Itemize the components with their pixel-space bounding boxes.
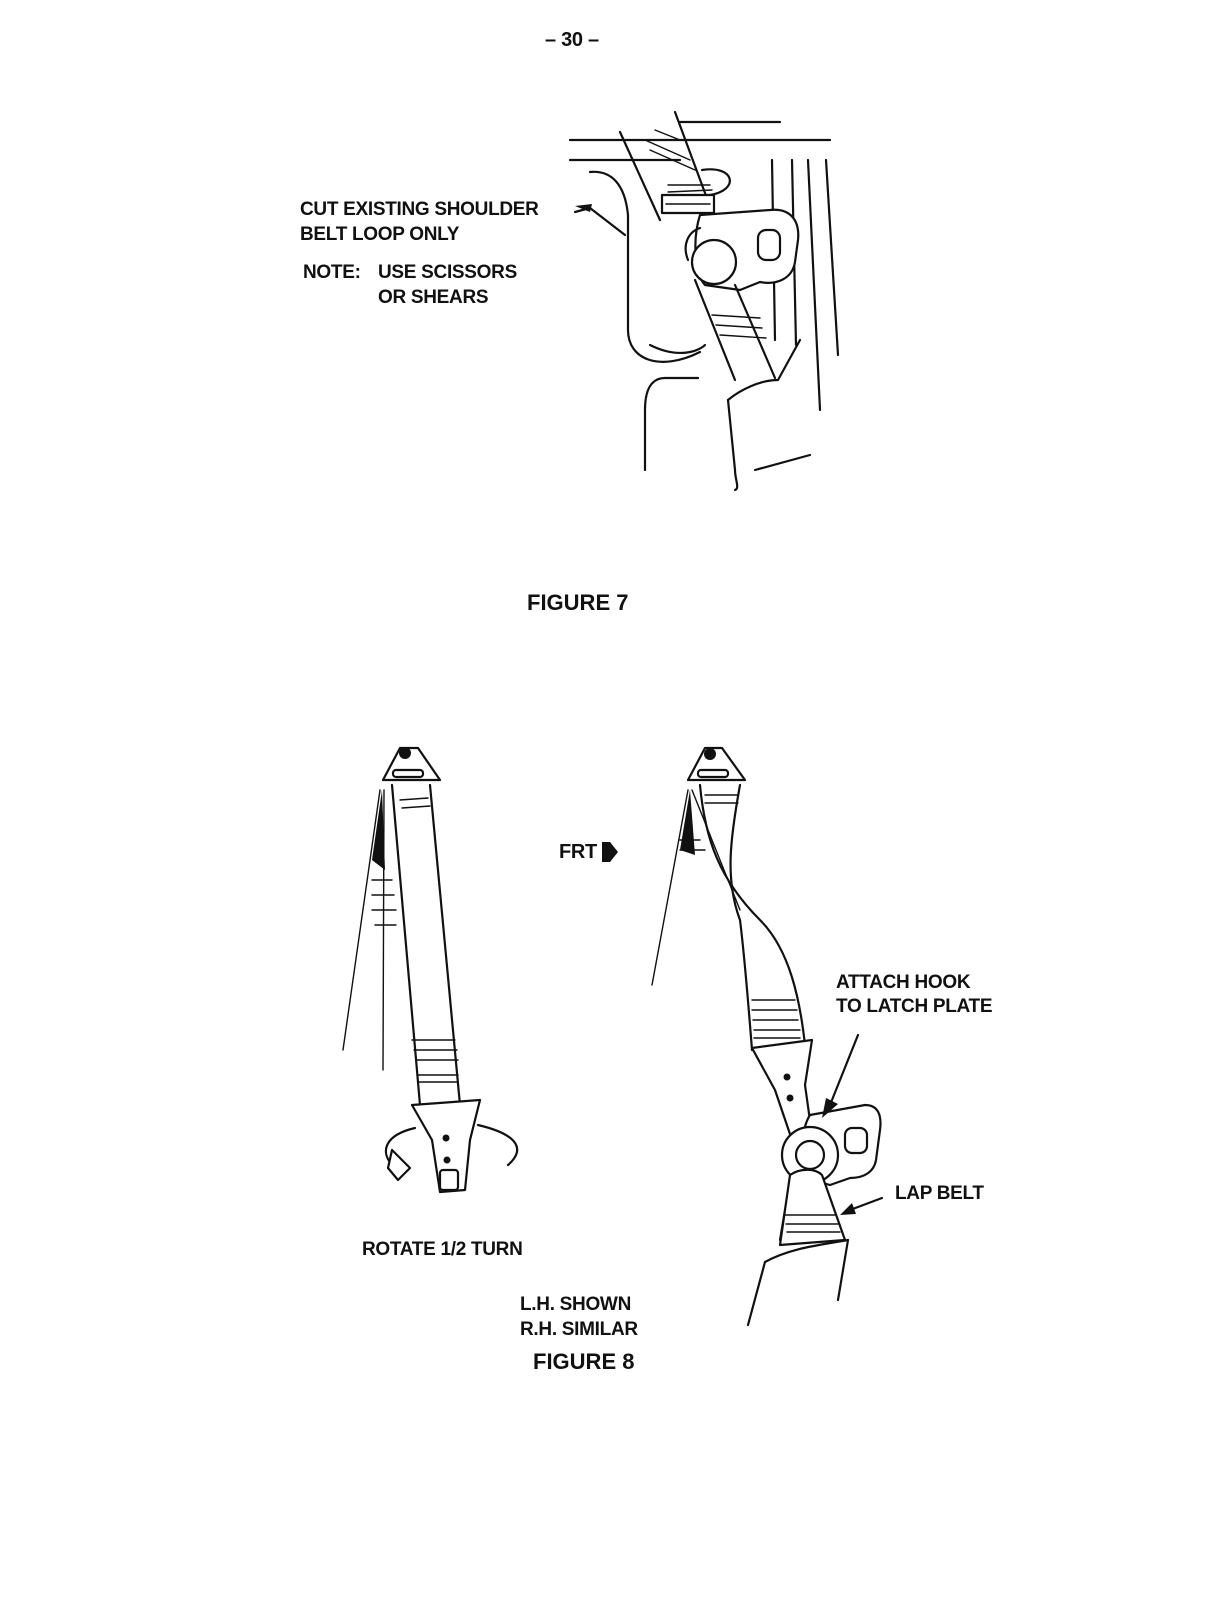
attach-hook-callout-line1: ATTACH HOOK xyxy=(836,972,971,993)
shown-note-line1: L.H. SHOWN xyxy=(520,1294,631,1315)
front-direction-label: FRT xyxy=(559,841,597,863)
cut-belt-callout-line2: BELT LOOP ONLY xyxy=(300,224,460,245)
shown-note-line2: R.H. SIMILAR xyxy=(520,1319,638,1340)
note-label: NOTE: xyxy=(303,262,361,283)
attach-hook-callout-line2: TO LATCH PLATE xyxy=(836,996,993,1017)
cut-belt-callout-line1: CUT EXISTING SHOULDER xyxy=(300,199,539,220)
page-number: – 30 – xyxy=(545,29,599,51)
rotate-label: ROTATE 1/2 TURN xyxy=(362,1239,523,1260)
figure-8-caption: FIGURE 8 xyxy=(533,1349,635,1374)
figure-7-caption: FIGURE 7 xyxy=(527,590,629,615)
note-line2: OR SHEARS xyxy=(378,287,489,308)
lap-belt-label: LAP BELT xyxy=(895,1183,984,1204)
note-line1: USE SCISSORS xyxy=(378,262,517,283)
